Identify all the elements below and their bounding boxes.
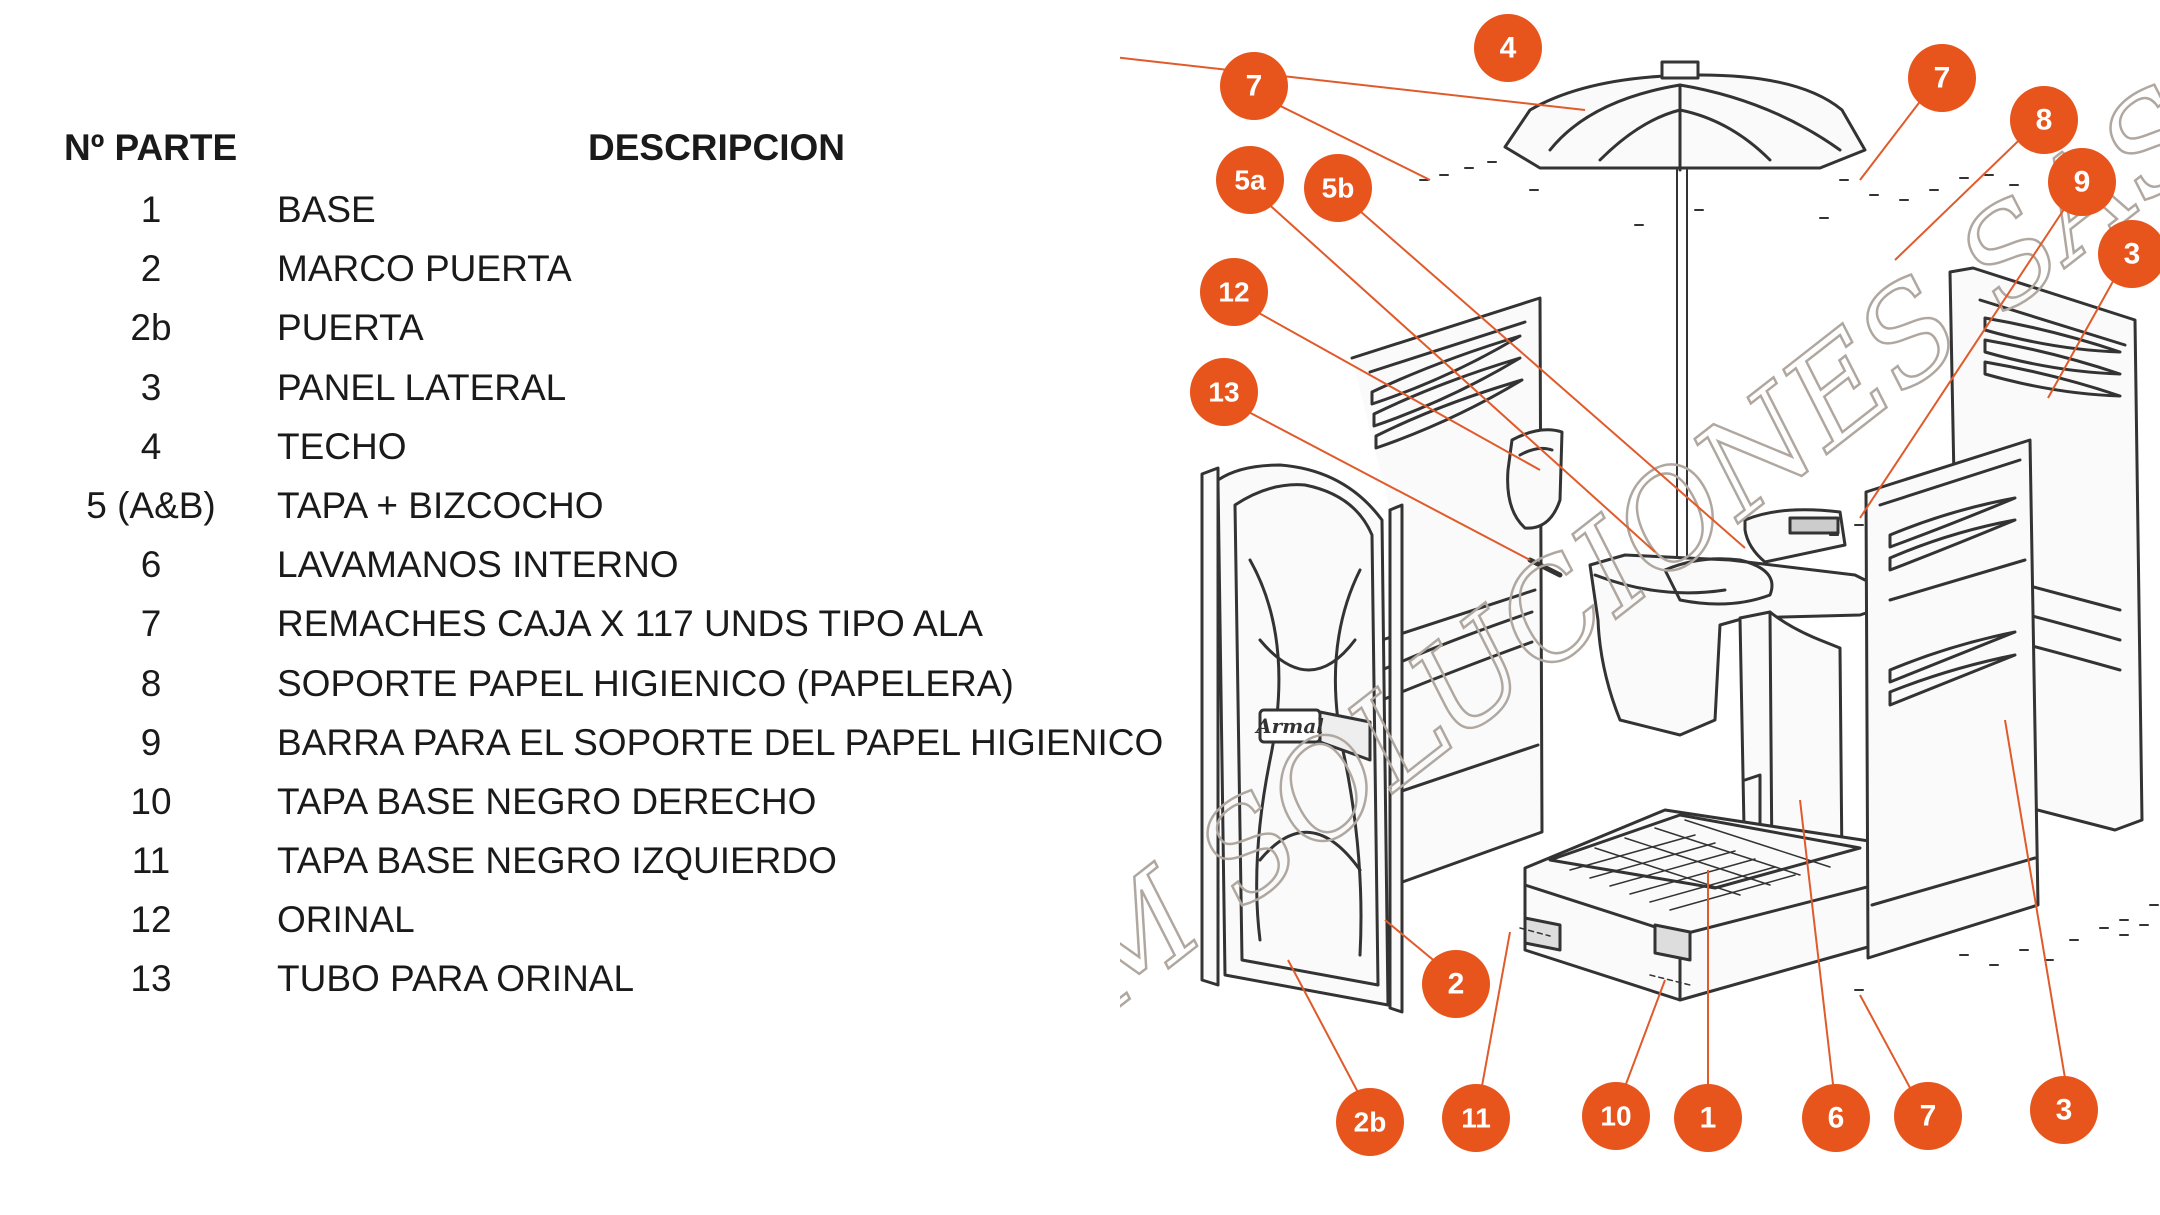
part-number: 8 xyxy=(140,662,162,704)
table-header: Nº PARTE DESCRIPCION xyxy=(40,118,1160,180)
part-description: TAPA BASE NEGRO IZQUIERDO xyxy=(277,840,837,882)
part-description: TUBO PARA ORINAL xyxy=(277,958,635,1000)
callout-7-bottom: 7 xyxy=(1894,1082,1962,1150)
callouts: 7 4 7 8 9 3 5a 5b 12 13 2 2b 11 10 1 6 7… xyxy=(1190,14,2160,1156)
svg-text:9: 9 xyxy=(2074,166,2091,199)
svg-text:4: 4 xyxy=(1500,32,1517,65)
part-description: REMACHES CAJA X 117 UNDS TIPO ALA xyxy=(277,603,983,645)
part-description: MARCO PUERTA xyxy=(277,248,572,290)
table-row: 12 ORINAL xyxy=(40,890,1160,949)
svg-text:2b: 2b xyxy=(1354,1107,1387,1138)
base-part xyxy=(1519,808,1917,1002)
callout-4: 4 xyxy=(1474,14,1542,82)
part-number: 13 xyxy=(130,958,172,1000)
callout-1: 1 xyxy=(1674,1084,1742,1152)
callout-5a: 5a xyxy=(1216,146,1284,214)
svg-text:1: 1 xyxy=(1700,1102,1717,1135)
callout-3-top: 3 xyxy=(2098,220,2160,288)
svg-text:5b: 5b xyxy=(1322,173,1355,204)
part-number: 10 xyxy=(130,780,172,822)
part-number: 4 xyxy=(140,425,162,467)
table-row: 11 TAPA BASE NEGRO IZQUIERDO xyxy=(40,831,1160,890)
table-row: 1 BASE xyxy=(40,180,1160,239)
svg-text:12: 12 xyxy=(1218,277,1249,308)
table-row: 2b PUERTA xyxy=(40,298,1160,357)
part-description: PUERTA xyxy=(277,307,424,349)
part-number: 5 (A&B) xyxy=(86,484,216,526)
svg-text:13: 13 xyxy=(1208,377,1239,408)
parts-table: Nº PARTE DESCRIPCION 1 BASE 2 MARCO PUERTA… xyxy=(40,118,1164,1009)
svg-text:5a: 5a xyxy=(1234,165,1266,196)
rivets xyxy=(1419,161,2159,991)
svg-text:6: 6 xyxy=(1828,1102,1845,1135)
header-part-number: Nº PARTE xyxy=(64,127,238,168)
roof-part xyxy=(1503,60,1867,561)
right-front-side-panel xyxy=(1864,438,2040,960)
table-row: 5 (A&B) TAPA + BIZCOCHO xyxy=(40,476,1160,535)
svg-text:7: 7 xyxy=(1246,70,1263,103)
callout-7-top-left: 7 xyxy=(1220,52,1288,120)
callout-3-bottom: 3 xyxy=(2030,1076,2098,1144)
part-description: TECHO xyxy=(277,425,407,467)
callout-10: 10 xyxy=(1582,1082,1650,1150)
part-description: PANEL LATERAL xyxy=(277,366,567,408)
door-logo: Armal xyxy=(1254,714,1324,738)
door-frame xyxy=(1200,466,1404,1014)
table-row: 4 TECHO xyxy=(40,417,1160,476)
callout-9: 9 xyxy=(2048,148,2116,216)
part-number: 6 xyxy=(140,544,162,586)
part-number: 7 xyxy=(140,603,162,645)
part-number: 9 xyxy=(140,721,162,763)
table-row: 8 SOPORTE PAPEL HIGIENICO (PAPELERA) xyxy=(40,654,1160,713)
tank-part xyxy=(1588,508,1907,737)
callout-2b: 2b xyxy=(1336,1088,1404,1156)
leader-lines xyxy=(1120,56,2127,1116)
svg-text:8: 8 xyxy=(2036,104,2053,137)
table-row: 9 BARRA PARA EL SOPORTE DEL PAPEL HIGIENI… xyxy=(40,713,1164,772)
svg-text:3: 3 xyxy=(2056,1094,2073,1127)
callout-2: 2 xyxy=(1422,950,1490,1018)
callout-6: 6 xyxy=(1802,1084,1870,1152)
callout-8: 8 xyxy=(2010,86,2078,154)
callout-13: 13 xyxy=(1190,358,1258,426)
urinal-part xyxy=(1506,428,1564,578)
exploded-diagram: JM SOLUCIONES SAS Armal 7 xyxy=(1120,0,2160,1215)
callout-7-top-right: 7 xyxy=(1908,44,1976,112)
header-description: DESCRIPCION xyxy=(588,127,845,168)
callout-11: 11 xyxy=(1442,1084,1510,1152)
part-description: TAPA + BIZCOCHO xyxy=(277,484,604,526)
svg-text:10: 10 xyxy=(1600,1101,1631,1132)
part-description: LAVAMANOS INTERNO xyxy=(277,544,679,586)
part-number: 12 xyxy=(130,899,172,941)
table-row: 3 PANEL LATERAL xyxy=(40,358,1160,417)
part-number: 2 xyxy=(140,248,162,290)
callout-5b: 5b xyxy=(1304,154,1372,222)
part-number: 1 xyxy=(140,189,162,230)
table-row: 13 TUBO PARA ORINAL xyxy=(40,949,1160,1008)
part-number: 3 xyxy=(140,366,162,408)
part-number: 2b xyxy=(130,307,172,349)
table-row: 7 REMACHES CAJA X 117 UNDS TIPO ALA xyxy=(40,594,1160,653)
part-description: ORINAL xyxy=(277,899,415,941)
part-description: SOPORTE PAPEL HIGIENICO (PAPELERA) xyxy=(277,662,1014,704)
svg-text:7: 7 xyxy=(1934,62,1951,95)
part-number: 11 xyxy=(131,840,171,882)
table-row: 10 TAPA BASE NEGRO DERECHO xyxy=(40,772,1160,831)
table-row: 2 MARCO PUERTA xyxy=(40,239,1160,298)
part-description: TAPA BASE NEGRO DERECHO xyxy=(277,780,817,822)
svg-text:2: 2 xyxy=(1448,968,1465,1001)
svg-text:3: 3 xyxy=(2124,238,2141,271)
part-description: BARRA PARA EL SOPORTE DEL PAPEL HIGIENIC… xyxy=(277,721,1164,763)
svg-text:11: 11 xyxy=(1461,1103,1491,1134)
door-part xyxy=(1216,463,1390,1007)
table-row: 6 LAVAMANOS INTERNO xyxy=(40,535,1160,594)
svg-text:7: 7 xyxy=(1920,1100,1937,1133)
exploded-view-svg: JM SOLUCIONES SAS Armal 7 xyxy=(1120,14,2160,1156)
callout-12: 12 xyxy=(1200,258,1268,326)
part-description: BASE xyxy=(277,189,376,230)
